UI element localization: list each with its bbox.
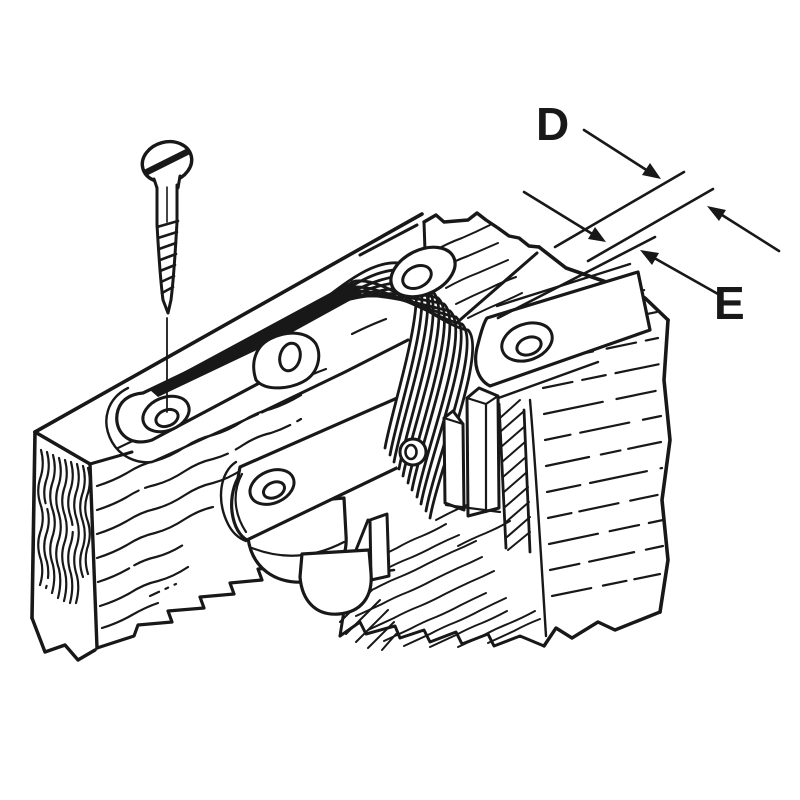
d-arrowhead-1: [642, 163, 661, 179]
screw-shank: [155, 183, 179, 226]
end-torn-bottom: [30, 616, 97, 662]
bottom-broken-edge: [542, 610, 662, 648]
hinge-knuckle: [252, 331, 321, 390]
pivot-tab-hole: [401, 263, 433, 291]
lower-leaf-recess: [219, 460, 248, 543]
lower-leaf-thickness: [234, 472, 248, 534]
lower-leaf-plate: [230, 386, 432, 542]
recess-shadow-wedge: [150, 281, 362, 397]
right-vertical-edge: [658, 318, 672, 614]
bottom-pivot-hole: [404, 443, 418, 461]
e-arrow-line-2: [654, 257, 720, 296]
corner-edge: [88, 462, 99, 650]
mortise-hatching: [497, 399, 532, 554]
d-arrow-line-2: [720, 213, 781, 253]
extension-line-1: [553, 170, 686, 249]
hinge-pivot-tab: [389, 245, 457, 299]
post-large: [465, 386, 501, 518]
end-grain-texture: [37, 448, 91, 605]
broken-top-edge: [422, 211, 541, 249]
d-arrow-line-1: [582, 128, 650, 173]
e-arrowhead-2: [640, 250, 659, 265]
right-leaf-ledge-shadow: [491, 360, 600, 402]
hinge-bottom-pivot: [398, 437, 428, 467]
mortise-floor-line: [444, 503, 502, 514]
cup-seam: [250, 540, 346, 557]
gap-edge-line: [358, 223, 419, 257]
post-small-cap: [442, 416, 465, 426]
right-screw-hole: [515, 335, 543, 357]
hinge-right-leaf: [474, 262, 652, 402]
top-far-edge: [33, 212, 424, 434]
lower-screw-hole: [261, 480, 287, 500]
left-leaf-recess: [105, 386, 260, 464]
cup-side-plate: [368, 512, 391, 582]
screw-thread-sides: [155, 220, 179, 315]
front-corner-line: [528, 398, 548, 638]
hinge-lower-leaf: [219, 386, 432, 543]
e-arrow-line-1: [522, 190, 596, 237]
front-torn-edge: [95, 558, 307, 650]
left-screw-hole: [154, 407, 180, 429]
extension-line-2: [586, 187, 715, 263]
top-end-edge: [33, 430, 92, 466]
dimension-d: [582, 128, 781, 253]
extension-line-3: [496, 235, 657, 320]
e-arrowhead-1: [588, 227, 606, 242]
dimension-e-label: E: [714, 277, 745, 329]
left-wood-block: [30, 212, 430, 662]
wood-screw: [140, 139, 194, 315]
hinge-left-leaf: [105, 331, 282, 464]
screw-slot: [143, 148, 191, 176]
post-small: [442, 409, 466, 512]
end-grain-jagged-bottom: [338, 620, 546, 648]
cup-foot: [298, 548, 373, 616]
hinge-mounting-posts: [442, 386, 502, 518]
screw-threads: [155, 219, 180, 295]
near-corner-b: [260, 338, 410, 414]
left-block-body: [32, 214, 430, 660]
dimension-e: [522, 190, 720, 296]
dimension-d-label: D: [536, 98, 569, 150]
knuckle-pivot-hole: [278, 341, 302, 373]
post-large-cap: [465, 394, 500, 514]
left-vertical-edge: [30, 430, 37, 620]
d-arrowhead-2: [707, 206, 726, 221]
near-corner-a: [88, 450, 134, 466]
ledge-edge: [443, 251, 539, 335]
dimension-lines: [496, 170, 715, 320]
